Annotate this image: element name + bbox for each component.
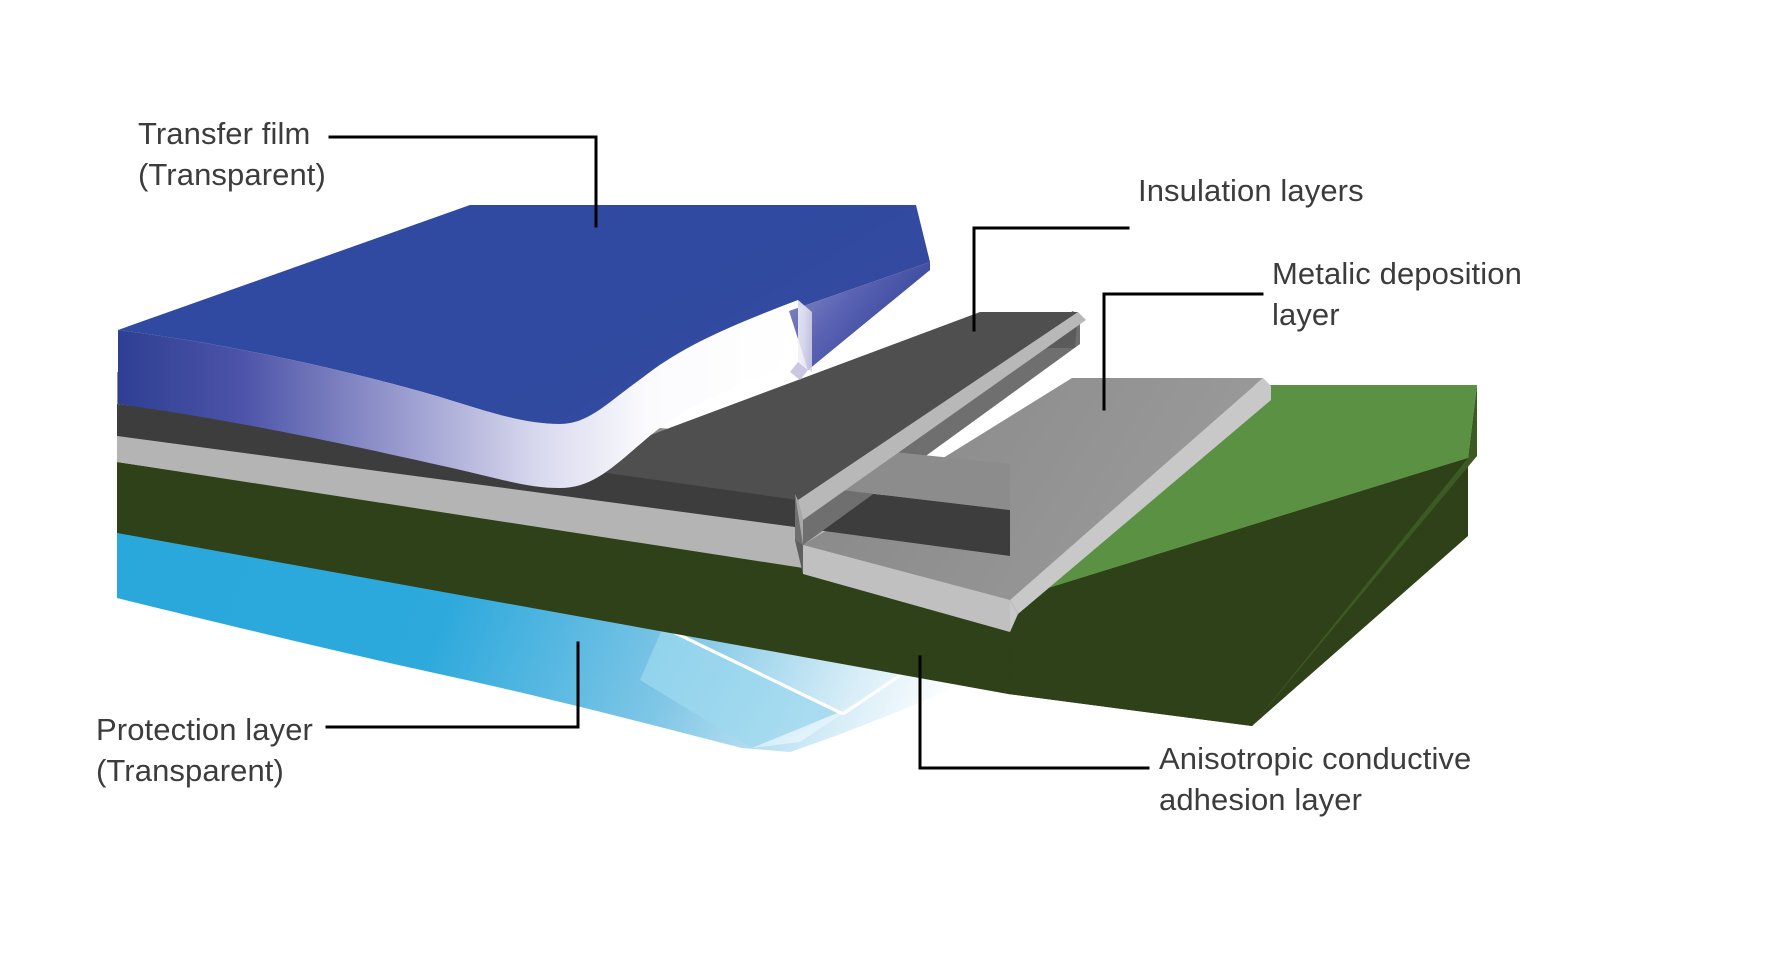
leader-transfer-film xyxy=(328,135,598,228)
label-insulation-layers: Insulation layers xyxy=(1138,173,1364,208)
leader-anisotropic-adhesion xyxy=(918,655,1150,770)
transfer-film-shape xyxy=(118,205,930,488)
leader-protection-layer xyxy=(325,641,580,729)
leader-lines xyxy=(325,135,1264,770)
leader-metalic-deposition-2 xyxy=(1102,292,1264,411)
adhesion-layer-top-surface xyxy=(1008,385,1477,726)
label-metalic-deposition-layer: Metalic deposition layer xyxy=(1272,256,1522,332)
label-anisotropic-conductive-adhesion-layer: Anisotropic conductive adhesion layer xyxy=(1159,741,1472,817)
label-protection-layer: Protection layer (Transparent) xyxy=(96,712,313,788)
protection-layer-shape xyxy=(117,533,1008,752)
metalic-deposition-layer-shape xyxy=(117,378,1271,632)
label-transfer-film: Transfer film (Transparent) xyxy=(138,116,326,192)
leader-insulation-layers xyxy=(972,226,1130,332)
